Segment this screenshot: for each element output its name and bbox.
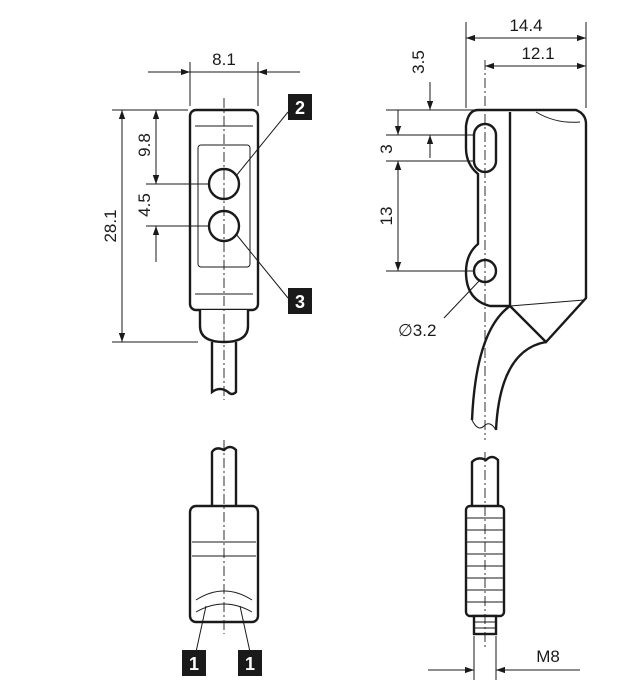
hole-diameter-leader: [443, 279, 481, 319]
side-cable: [470, 305, 511, 421]
front-width-label: 8.1: [212, 50, 236, 69]
marker-1-right-leader: [239, 605, 251, 653]
side-hole-pitch-label: 13: [377, 207, 396, 226]
connector-cable: [470, 455, 500, 506]
marker-1-left-box: [182, 650, 206, 676]
side-slot-length-label: 3: [377, 144, 396, 153]
connector-thread-label: M8: [536, 647, 560, 666]
marker-3-box: [288, 288, 312, 314]
marker-1-right-box: [238, 650, 262, 676]
side-hole-offset-width-label: 12.1: [521, 44, 554, 63]
side-housing: [464, 108, 588, 344]
side-view: 14.4 12.1 3.5 3 13 ∅3.2: [377, 16, 588, 440]
marker-2-box: [288, 94, 312, 120]
side-cable-lower: [494, 340, 547, 431]
side-hole-diameter-label: ∅3.2: [398, 321, 436, 340]
side-overall-width-label: 14.4: [509, 16, 542, 35]
marker-1-right-label: 1: [245, 654, 255, 674]
marker-1-left-leader: [195, 605, 207, 653]
front-height-label: 28.1: [101, 209, 120, 242]
connector-view: M8: [428, 452, 580, 680]
marker-2-label: 2: [295, 98, 305, 118]
side-top-offset-label: 3.5: [409, 50, 428, 74]
side-cable-break: [471, 419, 497, 431]
front-lens-pitch-label: 4.5: [135, 193, 154, 217]
side-top-bevel: [535, 111, 581, 123]
back-view: 1 1: [182, 440, 262, 676]
marker-1-left-label: 1: [189, 654, 199, 674]
side-bottom-edge: [509, 299, 585, 307]
marker-3-label: 3: [295, 292, 305, 312]
marker-3-leader: [235, 233, 289, 299]
front-cable: [210, 342, 238, 396]
front-top-offset-label: 9.8: [135, 133, 154, 157]
marker-2-leader: [235, 111, 289, 177]
front-view: 8.1 28.1 9.8 4.5 2 3: [101, 50, 312, 400]
